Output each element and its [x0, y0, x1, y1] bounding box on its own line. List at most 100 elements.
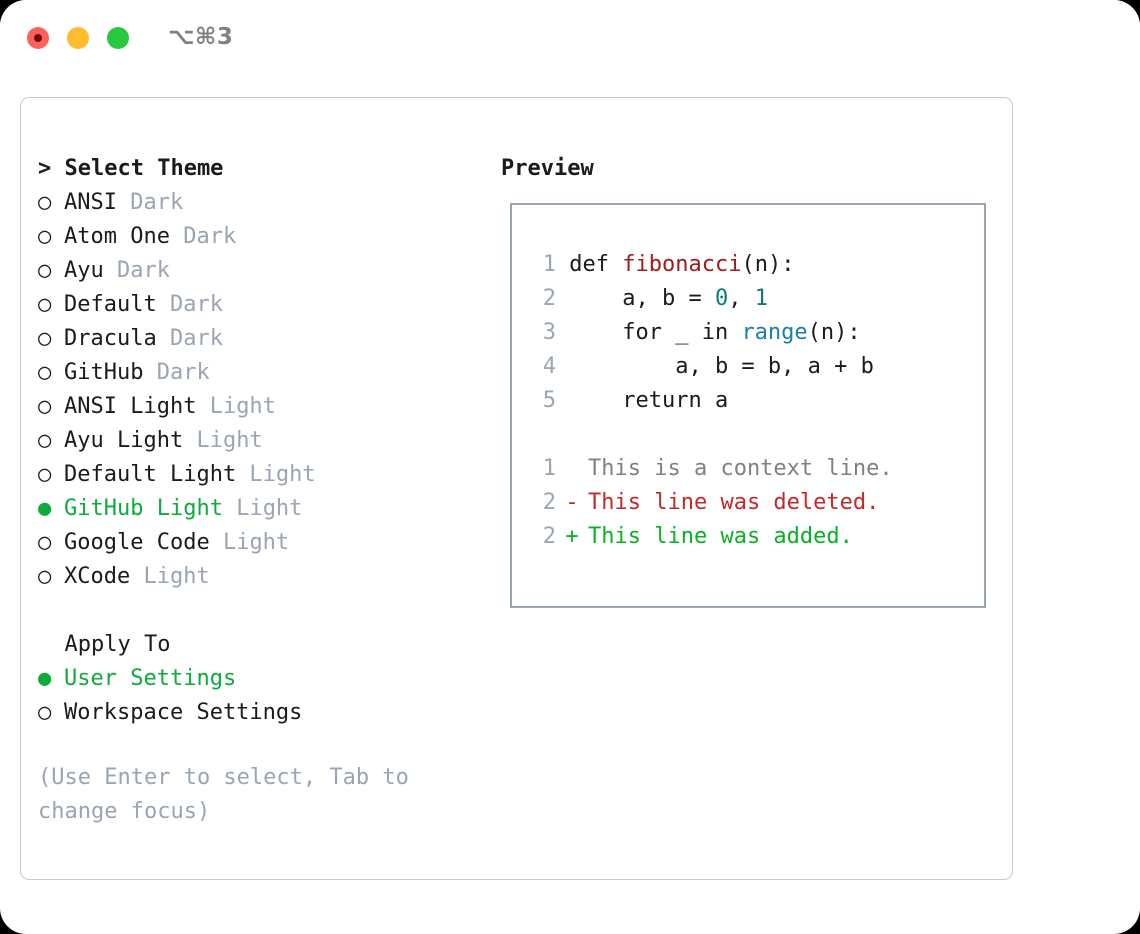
theme-option-ansi[interactable]: ○ANSI Dark [38, 186, 488, 220]
radio-unselected-icon: ○ [38, 326, 52, 351]
main-panel: > Select Theme ○ANSI Dark○Atom One Dark○… [20, 97, 1013, 880]
diff-marker-del: - [565, 490, 579, 515]
code-token-plain: a, b = [569, 286, 715, 311]
title-bar: ⌥⌘3 [0, 0, 1140, 78]
theme-option-variant: Dark [116, 190, 184, 215]
theme-option-label: Default Light [64, 462, 237, 487]
radio-unselected-icon: ○ [38, 700, 52, 725]
theme-option-ansi-light[interactable]: ○ANSI Light Light [38, 390, 488, 424]
traffic-lights [27, 27, 129, 49]
theme-option-ayu-light[interactable]: ○ Ayu Light Light [38, 424, 488, 458]
diff-line-number: 1 [542, 456, 556, 481]
code-line-text: a, b = b, a + b [569, 354, 874, 379]
apply-to-option-label: Workspace Settings [64, 700, 303, 725]
close-button[interactable] [27, 27, 49, 49]
radio-unselected-icon: ○ [38, 462, 52, 487]
diff-line-text: This is a context line. [588, 456, 893, 481]
diff-line-del: 2-This line was deleted. [528, 486, 972, 520]
code-token-plain: return a [569, 388, 729, 413]
preview-title: Preview [501, 156, 594, 181]
radio-selected-icon: ● [38, 496, 52, 521]
theme-option-github-light[interactable]: ● GitHub Light Light [38, 492, 488, 526]
code-blank-line [528, 418, 972, 452]
code-line-number: 2 [542, 286, 556, 311]
theme-option-variant: Dark [156, 292, 223, 317]
code-token-call: range [741, 320, 808, 345]
theme-option-variant: Light [196, 394, 276, 419]
code-token-plain: , [728, 286, 755, 311]
theme-option-label: Ayu [64, 258, 104, 283]
code-line: 3 for _ in range(n): [528, 316, 972, 350]
theme-option-variant: Light [236, 462, 316, 487]
minimize-button[interactable] [67, 27, 89, 49]
code-token-plain: def [569, 252, 623, 277]
code-line: 1 def fibonacci(n): [528, 248, 972, 282]
theme-option-label: Default [64, 292, 157, 317]
radio-unselected-icon: ○ [38, 292, 52, 317]
theme-option-variant: Dark [143, 360, 210, 385]
diff-line-number: 2 [542, 490, 556, 515]
theme-option-google-code[interactable]: ○ Google Code Light [38, 526, 488, 560]
theme-option-label: XCode [64, 564, 131, 589]
code-line-text: return a [569, 388, 728, 413]
code-line: 2 a, b = 0, 1 [528, 282, 972, 316]
diff-line-text: This line was deleted. [588, 490, 880, 515]
theme-option-variant: Light [130, 564, 210, 589]
code-token-plain: (n): [807, 320, 861, 345]
theme-option-label: Google Code [64, 530, 210, 555]
radio-unselected-icon: ○ [38, 564, 52, 589]
theme-option-variant: Light [183, 428, 263, 453]
radio-unselected-icon: ○ [38, 224, 52, 249]
code-token-plain: a, b = b, a + b [569, 354, 874, 379]
shortcut-label: ⌥⌘3 [168, 24, 234, 50]
select-theme-header: > Select Theme [38, 156, 224, 181]
apply-to-header: Apply To [38, 632, 171, 657]
code-token-num: 1 [754, 286, 768, 311]
apply-to-option-user-settings[interactable]: ●User Settings [38, 662, 488, 696]
diff-marker-ctx [556, 452, 588, 486]
code-line-number: 3 [542, 320, 556, 345]
theme-option-xcode[interactable]: ○ XCode Light [38, 560, 488, 594]
radio-unselected-icon: ○ [38, 428, 52, 453]
theme-option-label: GitHub Light [64, 496, 223, 521]
theme-option-ayu[interactable]: ○ Ayu Dark [38, 254, 488, 288]
apply-to-option-label: User Settings [64, 666, 237, 691]
diff-line-add: 2 + This line was added. [528, 520, 972, 554]
apply-to-option-list: ●User Settings ○ Workspace Settings [38, 662, 488, 730]
code-token-plain: for _ in [569, 320, 742, 345]
code-line-text: def fibonacci(n): [569, 252, 794, 277]
keyboard-hint: (Use Enter to select, Tab to change focu… [38, 765, 409, 824]
list-spacer [38, 594, 488, 628]
theme-option-variant: Light [222, 496, 303, 521]
theme-option-variant: Light [209, 530, 290, 555]
radio-unselected-icon: ○ [38, 190, 52, 215]
diff-line-number: 2 [542, 524, 556, 549]
theme-option-dracula[interactable]: ○Dracula Dark [38, 322, 488, 356]
radio-unselected-icon: ○ [38, 530, 52, 555]
code-token-fn: fibonacci [622, 252, 742, 277]
theme-option-list: ○ANSI Dark○Atom One Dark○Ayu Dark○Defaul… [38, 186, 488, 594]
theme-option-label: Dracula [64, 326, 157, 351]
theme-option-atom-one[interactable]: ○Atom One Dark [38, 220, 488, 254]
theme-option-default[interactable]: ○ Default Dark [38, 288, 488, 322]
theme-option-label: Ayu Light [64, 428, 184, 453]
code-line: 5 return a [528, 384, 972, 418]
code-line-text: for _ in range(n): [569, 320, 860, 345]
zoom-button[interactable] [107, 27, 129, 49]
theme-option-default-light[interactable]: ○ Default Light Light [38, 458, 488, 492]
theme-option-label: Atom One [64, 224, 170, 249]
theme-option-variant: Dark [103, 258, 170, 283]
radio-unselected-icon: ○ [38, 258, 52, 283]
theme-selector-column: > Select Theme ○ANSI Dark○Atom One Dark○… [38, 152, 488, 730]
diff-line-text: This line was added. [588, 524, 853, 549]
theme-option-github[interactable]: ○GitHub Dark [38, 356, 488, 390]
code-token-num: 0 [714, 286, 729, 311]
code-token-plain: (n): [741, 252, 795, 277]
apply-to-option-workspace-settings[interactable]: ○ Workspace Settings [38, 696, 488, 730]
diff-marker-add: + [565, 524, 579, 549]
radio-unselected-icon: ○ [38, 360, 52, 385]
